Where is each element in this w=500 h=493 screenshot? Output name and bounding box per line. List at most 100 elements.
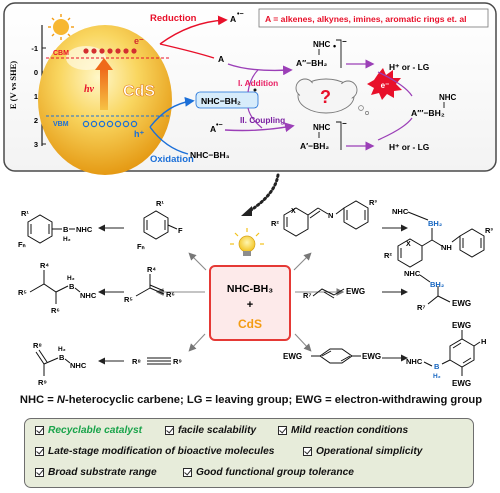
- tick-label: 2: [34, 116, 38, 125]
- check-icon: [278, 426, 287, 435]
- dot-minus: •−: [237, 11, 244, 18]
- right1-prod-r2: R²: [384, 251, 392, 260]
- left3-prod-nhc: NHC: [70, 361, 87, 370]
- left1-prod-nhc: NHC: [76, 225, 93, 234]
- y-ticks: -1 0 1 2 3: [31, 44, 46, 149]
- product-bh2: A′′′−BH₂: [411, 108, 445, 118]
- center-reagent-text: NHC-BH₃: [227, 283, 273, 295]
- check-icon: [35, 468, 44, 477]
- check-icon: [303, 447, 312, 456]
- right3-sub-ewg1: EWG: [283, 352, 302, 361]
- benefit-text: Good functional group tolerance: [196, 467, 354, 478]
- left3-sub-r8: R⁸: [132, 357, 141, 366]
- addition-arrow: [227, 63, 293, 76]
- right1-substrate: [283, 200, 369, 237]
- oxidation-arrow-up: [149, 97, 195, 128]
- nhc-coupling: NHC: [313, 123, 331, 132]
- right3-prod-ewg2: EWG: [452, 379, 471, 388]
- right2-prod-nhc: NHC: [404, 269, 421, 278]
- a-definition: A = alkenes, alkynes, imines, aromatic r…: [265, 14, 467, 24]
- left2-sub-r4: R⁴: [147, 265, 156, 274]
- left3-prod-h2: H₂: [58, 346, 66, 353]
- dotted-arrow: [246, 173, 280, 214]
- right1-prod-bh2: BH₂: [428, 219, 442, 228]
- nhc-bh2-radical: NHC−BH₂: [201, 96, 241, 106]
- left2-prod-r4: R⁴: [40, 261, 49, 270]
- center-reagent-box: [209, 265, 291, 341]
- right3-prod-h: H: [481, 337, 486, 346]
- benefit-text: Broad substrate range: [48, 467, 157, 478]
- right3-product: [441, 330, 481, 376]
- light-bulb-icon: [230, 228, 264, 256]
- a-anion-coupling: A: [210, 124, 216, 134]
- left1-prod-b: B: [63, 225, 69, 234]
- check-icon: [35, 447, 44, 456]
- right2-substrate: [312, 288, 345, 299]
- tick-label: -1: [31, 44, 38, 53]
- check-icon: [183, 468, 192, 477]
- cbm-label: CBM: [53, 50, 69, 57]
- right3-substrate: [311, 348, 361, 364]
- check-icon: [165, 426, 174, 435]
- benefits-box: Recyclable catalyst facile scalability M…: [24, 418, 474, 488]
- benefit-mild: Mild reaction conditions: [278, 425, 408, 436]
- left3-sub-r9: R⁹: [173, 357, 182, 366]
- right2-prod-ewg: EWG: [452, 299, 471, 308]
- product-arrow-bottom: [377, 117, 413, 141]
- right3-prod-ewg1: EWG: [452, 321, 471, 330]
- right1-sub-r2: R²: [271, 219, 279, 228]
- benefit-late-stage: Late-stage modification of bioactive mol…: [35, 446, 274, 457]
- left2-sub-r5: R⁵: [124, 295, 133, 304]
- left3-prod-r8: R⁸: [33, 341, 42, 350]
- coupling-arrow-join: [247, 107, 263, 129]
- left3-prod-r9: R⁹: [38, 378, 47, 387]
- excitation-arrow: [100, 68, 108, 110]
- question-mark: ?: [320, 87, 331, 107]
- product-nhc: NHC: [439, 93, 457, 102]
- right3-sub-ewg2: EWG: [362, 352, 381, 361]
- oxidation-label: Oxidation: [150, 154, 194, 165]
- left1-substrate: [143, 210, 178, 240]
- bracket-addition: [336, 39, 342, 68]
- benefit-text: Late-stage modification of bioactive mol…: [48, 446, 275, 457]
- bh2-coupling: A′−BH₂: [300, 141, 329, 151]
- left2-product: [29, 270, 69, 304]
- benefit-substrate: Broad substrate range: [35, 467, 157, 478]
- right2-product: [427, 286, 451, 305]
- benefit-text: Recyclable catalyst: [48, 425, 143, 436]
- nhc-bh2-radical-box: [195, 91, 259, 109]
- h-or-lg-1: H⁺ or - LG: [389, 62, 429, 72]
- radical-dot-addition: •: [333, 41, 336, 51]
- spoke-arrows: [155, 252, 345, 352]
- reduction-label: Reduction: [150, 13, 197, 24]
- hole-band: [82, 120, 138, 128]
- center-catalyst: CdS: [238, 317, 262, 331]
- vbm-label: VBM: [53, 121, 69, 128]
- left3-substrate: [147, 357, 171, 365]
- left2-prod-nhc: NHC: [80, 291, 97, 300]
- left1-sub-r1: R¹: [156, 199, 164, 208]
- bh2-addition: A′′−BH₂: [296, 58, 327, 68]
- reduction-arrow-down: [159, 43, 215, 59]
- a-definition-box: [258, 8, 489, 28]
- a-radical-anion: A: [230, 14, 236, 24]
- center-plus: +: [247, 299, 253, 311]
- abbreviation-caption: NHC = N-heterocyclic carbene; LG = leavi…: [10, 394, 492, 406]
- addition-label: I. Addition: [238, 78, 278, 88]
- left1-prod-h2: H₂: [63, 236, 71, 243]
- a-label: A: [218, 54, 224, 64]
- caption-rest: -heterocyclic carbene; LG = leaving grou…: [64, 394, 483, 406]
- benefit-simplicity: Operational simplicity: [303, 446, 422, 457]
- right1-prod-nhc: NHC: [392, 207, 409, 216]
- electron-band: [83, 48, 137, 54]
- left2-substrate: [135, 274, 165, 297]
- electron-label: e⁻: [134, 36, 144, 46]
- hole-label: h⁺: [134, 129, 144, 139]
- product-arrow-top: [377, 71, 413, 97]
- check-icon: [35, 426, 44, 435]
- y-axis-label: E (V vs SHE): [8, 61, 18, 109]
- reduction-arrow-up: [159, 15, 228, 45]
- right1-prod-r3: R³: [485, 226, 493, 235]
- left2-sub-r6: R⁶: [166, 290, 175, 299]
- right1-product: [397, 228, 485, 268]
